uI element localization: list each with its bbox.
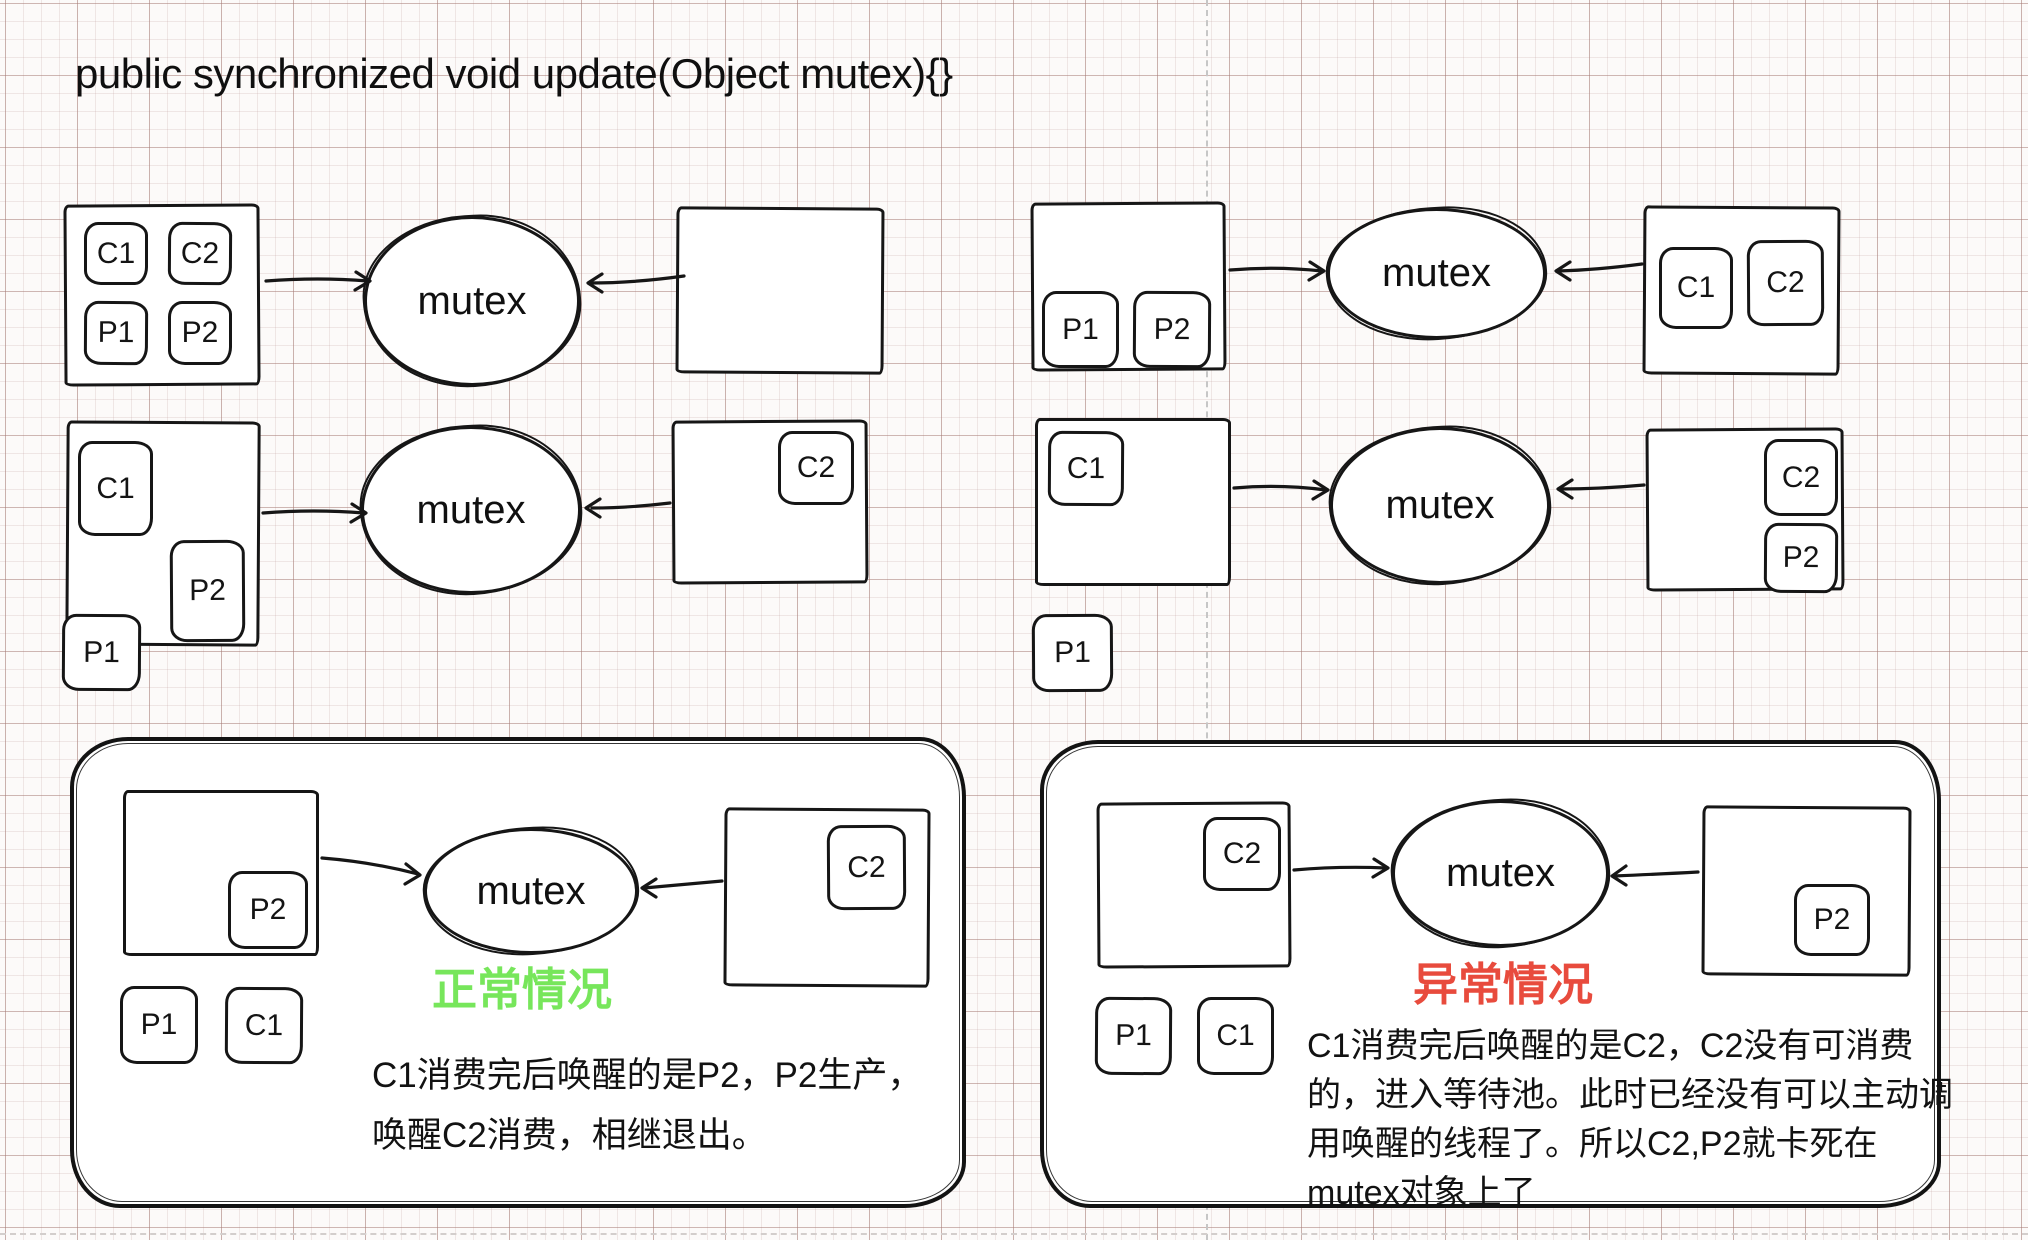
- mutex-ellipse[interactable]: mutex: [1327, 208, 1546, 339]
- arrow-waitpool-to-mutex[interactable]: [586, 272, 686, 294]
- text-line: mutex对象上了: [1307, 1174, 1536, 1212]
- thread-chip-p2[interactable]: P2: [1763, 522, 1839, 594]
- mutex-label: mutex: [416, 487, 526, 532]
- thread-chip-c1[interactable]: C1: [1659, 247, 1733, 329]
- thread-chip-c1[interactable]: C1: [78, 441, 153, 536]
- page-boundary-vertical: [1206, 0, 1208, 1240]
- thread-chip-p1[interactable]: P1: [1042, 291, 1119, 368]
- text-line: 用唤醒的线程了。所以C2,P2就卡死在: [1307, 1125, 1878, 1163]
- arrow-threads-to-mutex[interactable]: [1228, 260, 1326, 282]
- text-line: 的，进入等待池。此时已经没有可以主动调: [1307, 1076, 1953, 1114]
- mutex-label: mutex: [476, 868, 586, 913]
- text-line: C1消费完后唤醒的是C2，C2没有可消费: [1307, 1027, 1914, 1065]
- thread-chip-p2[interactable]: P2: [1794, 884, 1870, 956]
- mutex-ellipse[interactable]: mutex: [424, 828, 638, 954]
- thread-chip-c2[interactable]: C2: [1203, 817, 1281, 891]
- mutex-ellipse[interactable]: mutex: [1330, 427, 1550, 584]
- text-line: 唤醒C2消费，相继退出。: [372, 1116, 767, 1155]
- thread-chip-p2[interactable]: P2: [168, 301, 232, 365]
- thread-chip-p2[interactable]: P2: [228, 871, 308, 949]
- mutex-label: mutex: [1446, 851, 1555, 895]
- thread-chip-p1[interactable]: P1: [1031, 613, 1114, 693]
- thread-chip-c2[interactable]: C2: [1746, 239, 1825, 327]
- arrow-threads-to-mutex[interactable]: [264, 270, 372, 292]
- text-line: C1消费完后唤醒的是P2，P2生产，: [372, 1056, 923, 1095]
- mutex-ellipse[interactable]: mutex: [364, 216, 580, 386]
- abnormal-caption[interactable]: 异常情况: [1413, 959, 1594, 1010]
- arrow-waitpool-to-mutex[interactable]: [1556, 478, 1646, 500]
- thread-chip-p1[interactable]: P1: [83, 300, 149, 366]
- thread-chip-c1[interactable]: C1: [1047, 430, 1125, 507]
- page-boundary-horizontal: [0, 1233, 2028, 1235]
- thread-chip-p2[interactable]: P2: [169, 539, 246, 643]
- page-title[interactable]: public synchronized void update(Object m…: [75, 50, 953, 97]
- arrow-waitpool-to-mutex[interactable]: [1554, 260, 1644, 282]
- wait-pool-box[interactable]: [675, 206, 885, 375]
- arrow-threads-to-mutex[interactable]: [1232, 479, 1330, 501]
- arrow-waitpool-to-mutex[interactable]: [584, 497, 672, 519]
- abnormal-description[interactable]: C1消费完后唤醒的是C2，C2没有可消费 的，进入等待池。此时已经没有可以主动调…: [1307, 1022, 1953, 1218]
- thread-chip-c2[interactable]: C2: [778, 431, 854, 505]
- mutex-ellipse[interactable]: mutex: [1392, 800, 1609, 947]
- thread-chip-p1[interactable]: P1: [120, 986, 198, 1064]
- normal-caption[interactable]: 正常情况: [432, 964, 613, 1015]
- mutex-ellipse[interactable]: mutex: [361, 426, 581, 594]
- mutex-label: mutex: [1385, 483, 1495, 527]
- thread-chip-c1[interactable]: C1: [84, 222, 148, 285]
- thread-chip-c1[interactable]: C1: [1197, 997, 1274, 1075]
- mutex-label: mutex: [417, 278, 527, 323]
- thread-chip-c2[interactable]: C2: [167, 221, 233, 286]
- thread-chip-c2[interactable]: C2: [826, 824, 907, 911]
- mutex-label: mutex: [1382, 251, 1491, 295]
- thread-chip-p1[interactable]: P1: [1094, 996, 1173, 1076]
- thread-chip-p1[interactable]: P1: [61, 613, 142, 692]
- thread-chip-c1[interactable]: C1: [224, 986, 304, 1065]
- thread-chip-p2[interactable]: P2: [1132, 290, 1212, 369]
- arrow-threads-to-mutex[interactable]: [261, 502, 368, 524]
- normal-description[interactable]: C1消费完后唤醒的是P2，P2生产， 唤醒C2消费，相继退出。: [372, 1046, 922, 1166]
- thread-chip-c2[interactable]: C2: [1764, 439, 1838, 516]
